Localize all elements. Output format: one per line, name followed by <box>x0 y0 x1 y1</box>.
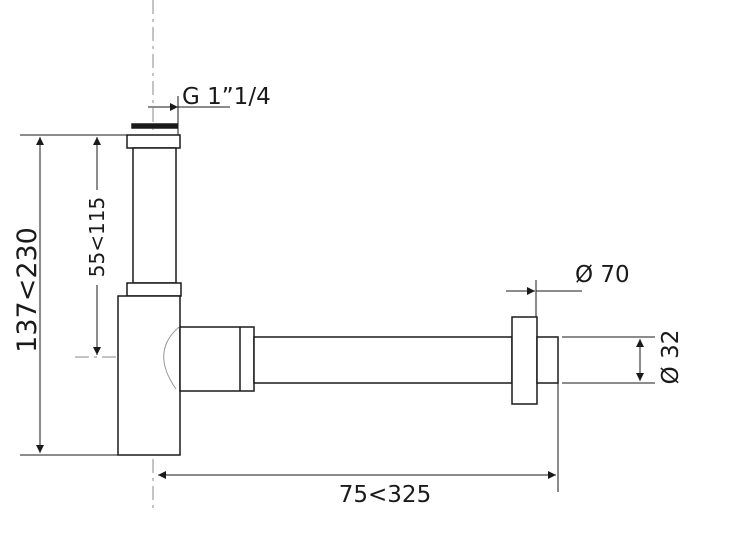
wall-distance-label: 75<325 <box>339 482 431 508</box>
flange-diameter-label: Ø 70 <box>575 262 630 288</box>
vertical-tube <box>132 147 177 284</box>
trap-body <box>117 295 181 456</box>
outlet-socket <box>179 326 255 392</box>
tube-height-label: 55<115 <box>85 197 109 277</box>
wall-flange <box>511 316 538 405</box>
inner-curve <box>163 326 180 390</box>
thread-marker <box>131 123 178 129</box>
pipe-diameter-label: Ø 32 <box>658 330 684 385</box>
overall-height-label: 137<230 <box>12 227 43 353</box>
horizontal-pipe <box>253 336 513 384</box>
pipe-stub <box>536 336 559 384</box>
top-cap <box>126 134 181 149</box>
tube-nut <box>126 282 182 297</box>
thread-label: G 1”1/4 <box>182 84 271 110</box>
